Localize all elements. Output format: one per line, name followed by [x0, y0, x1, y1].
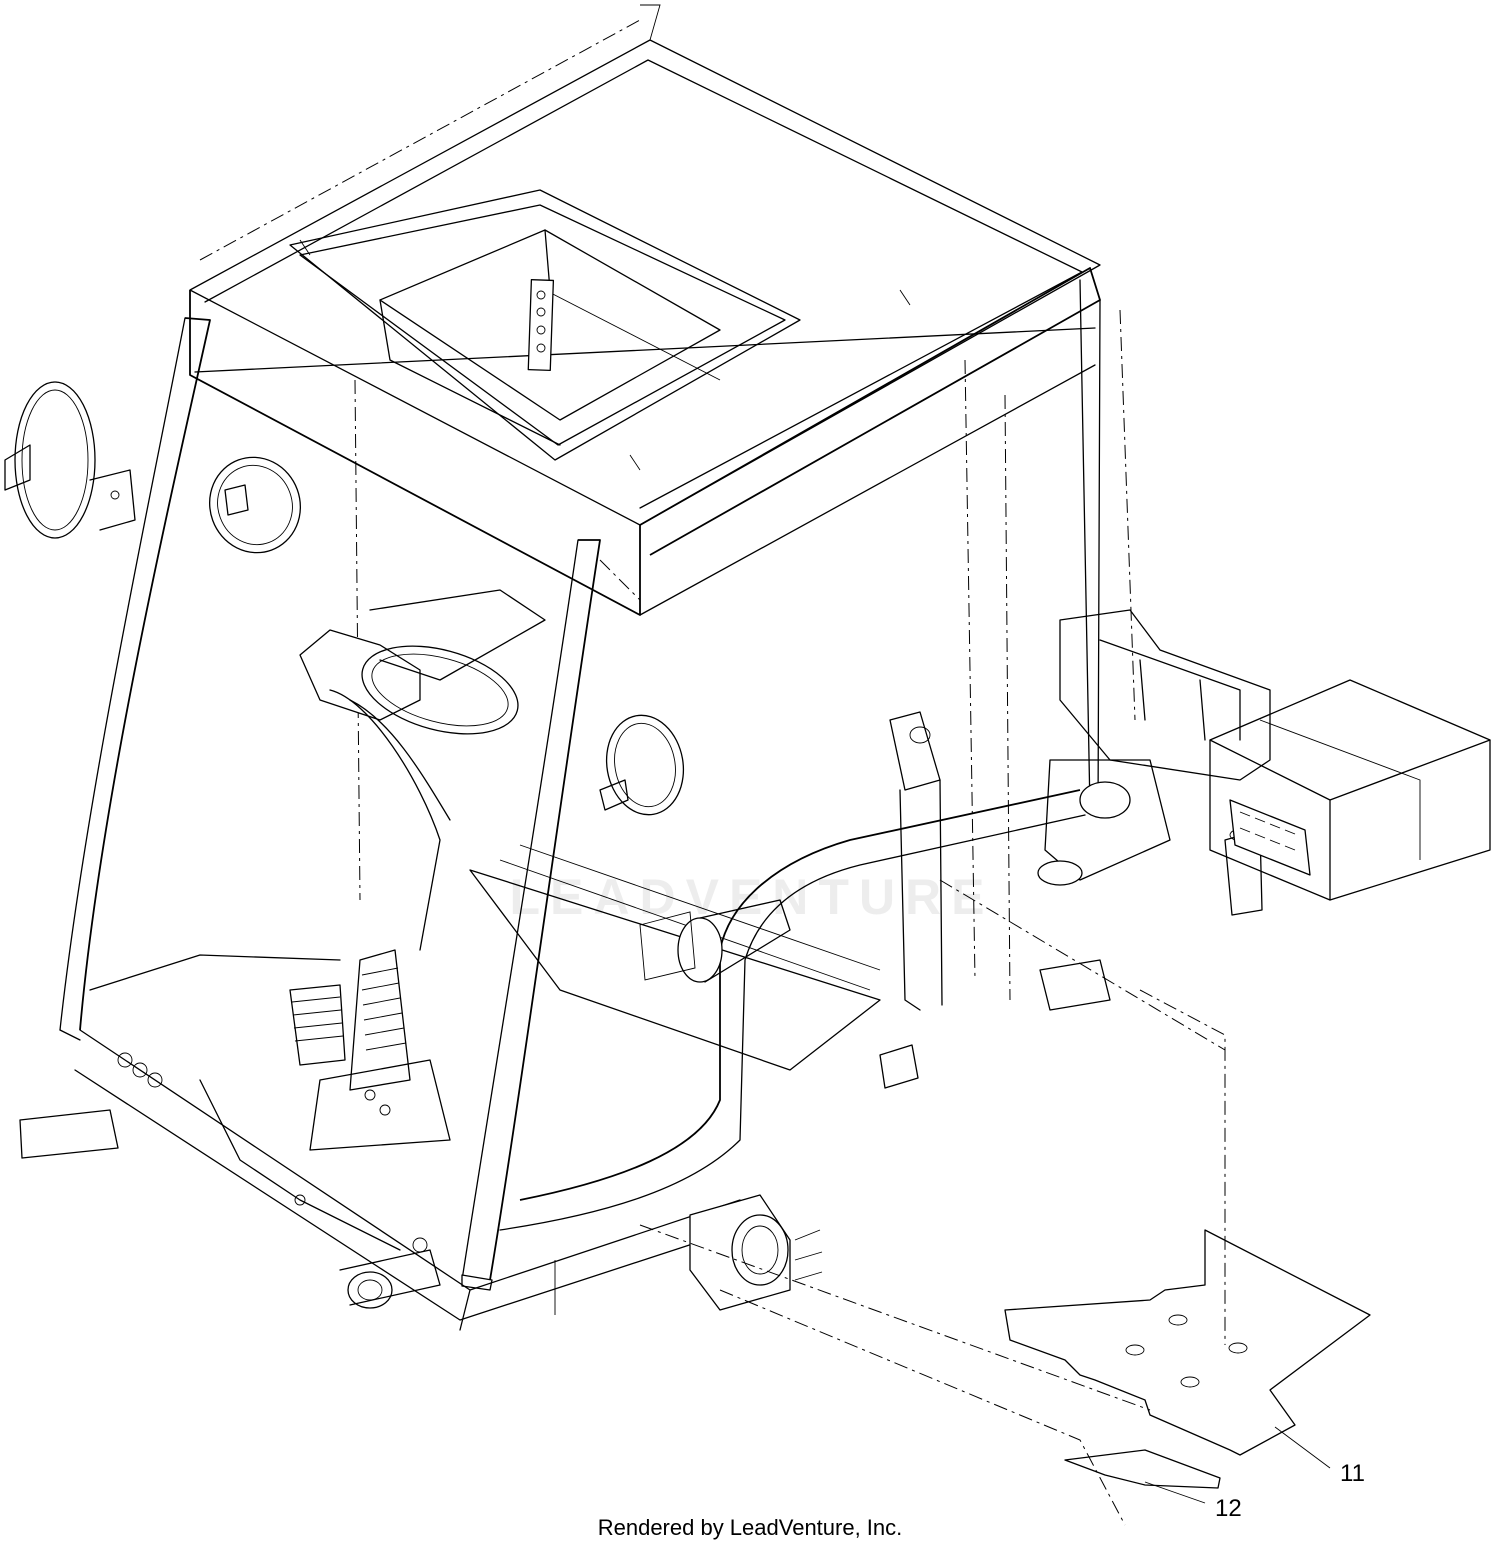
- cylinder: [639, 899, 791, 983]
- credit-line: Rendered by LeadVenture, Inc.: [597, 1515, 903, 1540]
- roof-hatch: [289, 189, 911, 471]
- floor-mat-part-11: [1004, 1229, 1371, 1456]
- explosion-lines: [639, 989, 1331, 1526]
- steering-console: [299, 589, 546, 951]
- callout-12: 12: [1215, 1495, 1242, 1522]
- rear-frame-assembly: [939, 609, 1491, 1051]
- cab-frame: [59, 4, 1136, 1291]
- starter-motor: [554, 1194, 823, 1315]
- wedge-part-12: [1064, 1449, 1221, 1489]
- door-hinge: [879, 711, 943, 1089]
- left-outer-mirror: [4, 381, 136, 539]
- callout-11: 11: [1340, 1460, 1365, 1487]
- watermark: LEADVENTURE: [509, 869, 995, 925]
- inner-mirror-left: [208, 456, 302, 554]
- joystick-boot: [289, 949, 451, 1151]
- inner-mirror-centre: [599, 714, 685, 816]
- chassis-frame: [19, 789, 1086, 1331]
